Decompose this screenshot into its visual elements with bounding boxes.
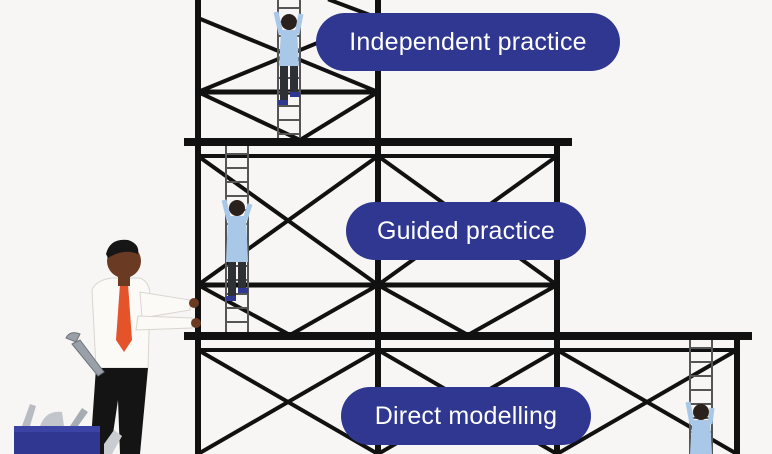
stage-label-independent-practice: Independent practice bbox=[316, 13, 620, 71]
stage-label-guided-practice: Guided practice bbox=[346, 202, 586, 260]
learner-figure bbox=[685, 401, 715, 454]
ladder-icon bbox=[689, 340, 713, 454]
wrench-icon bbox=[65, 332, 105, 377]
toolbox-icon bbox=[14, 404, 122, 454]
teacher-figure bbox=[90, 239, 201, 454]
stage-label-direct-modelling: Direct modelling bbox=[341, 387, 591, 445]
learner-figure bbox=[221, 199, 253, 301]
learner-figure bbox=[273, 11, 304, 105]
